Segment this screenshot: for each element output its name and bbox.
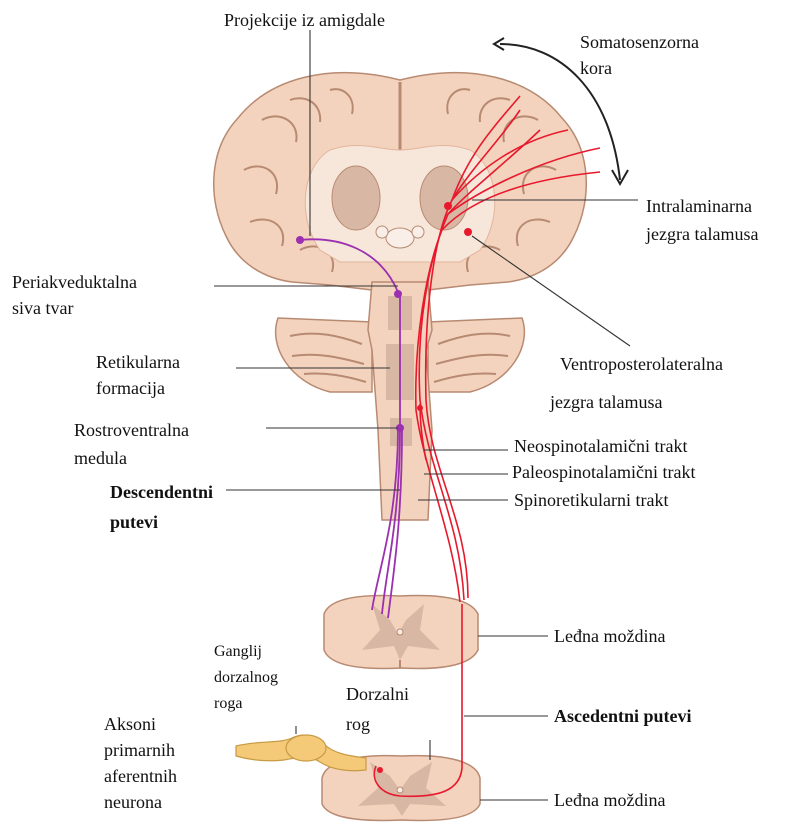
label-spinal-cord-upper: Leđna moždina — [554, 626, 665, 647]
label-spinoreticular: Spinoretikularni trakt — [514, 490, 668, 511]
label-reticular-1: Retikularna — [96, 352, 180, 373]
label-ganglion-3: roga — [214, 694, 242, 713]
label-afferent-2: primarnih — [104, 740, 175, 761]
label-vpl-2: jezgra talamusa — [550, 392, 662, 413]
label-afferent-4: neurona — [104, 792, 162, 813]
label-vpl-1: Ventroposterolateralna — [560, 354, 723, 375]
label-ascending: Ascedentni putevi — [554, 706, 692, 727]
label-spinal-cord-lower: Leđna moždina — [554, 790, 665, 811]
label-intralaminar-2: jezgra talamusa — [646, 224, 758, 245]
label-neospinothalamic: Neospinotalamični trakt — [514, 436, 687, 457]
label-somatosensory-cortex-1: Somatosenzorna — [580, 32, 699, 53]
label-rvm-1: Rostroventralna — [74, 420, 189, 441]
cerebrum — [214, 73, 587, 290]
label-descending-1: Descendentni — [110, 482, 213, 503]
label-dorsal-horn-1: Dorzalni — [346, 684, 409, 705]
label-paleospinothalamic: Paleospinotalamični trakt — [512, 462, 695, 483]
label-afferent-3: aferentnih — [104, 766, 177, 787]
label-dorsal-horn-2: rog — [346, 714, 370, 735]
label-ganglion-2: dorzalnog — [214, 668, 278, 687]
upper-spinal-cord — [324, 596, 478, 669]
label-pag-2: siva tvar — [12, 298, 73, 319]
label-amygdala-projections: Projekcije iz amigdale — [224, 10, 385, 31]
label-afferent-1: Aksoni — [104, 714, 156, 735]
label-rvm-2: medula — [74, 448, 127, 469]
label-somatosensory-cortex-2: kora — [580, 58, 612, 79]
label-pag-1: Periakveduktalna — [12, 272, 137, 293]
label-ganglion-1: Ganglij — [214, 642, 262, 661]
label-reticular-2: formacija — [96, 378, 165, 399]
label-intralaminar-1: Intralaminarna — [646, 196, 752, 217]
label-descending-2: putevi — [110, 512, 158, 533]
